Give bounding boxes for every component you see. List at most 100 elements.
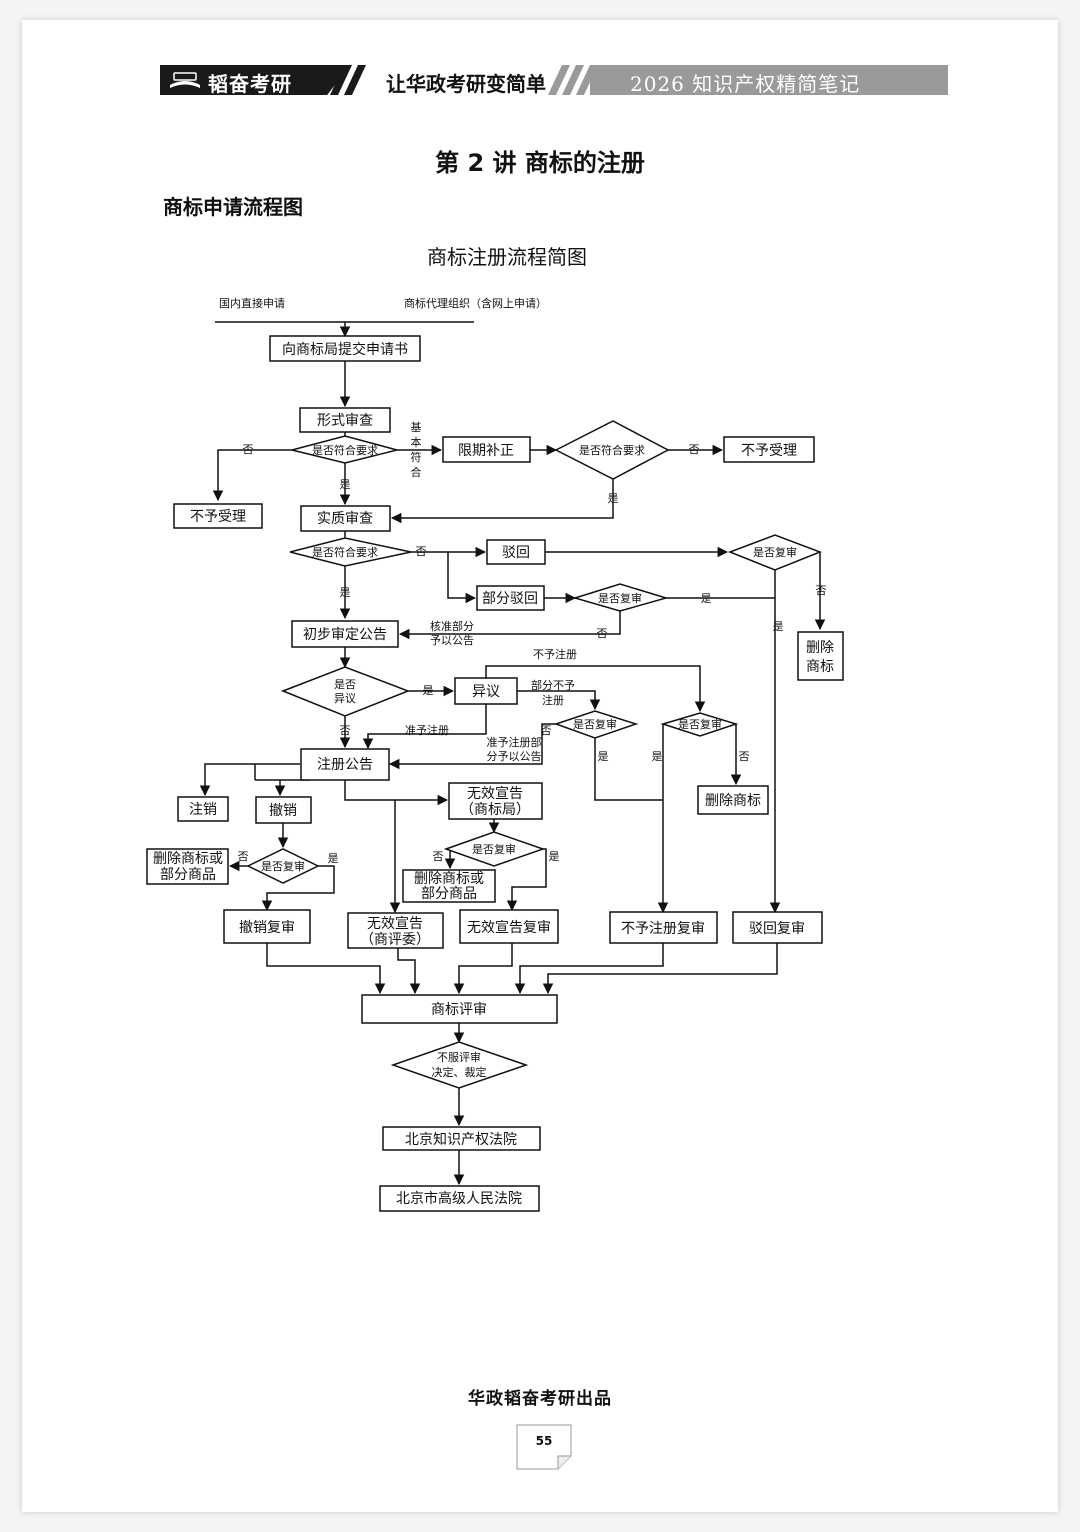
text-high-court: 北京市高级人民法院 (396, 1190, 522, 1207)
edge-no-4: 否 (816, 584, 827, 597)
text-q-review1: 是否复审 (753, 545, 797, 559)
text-tm-review: 商标评审 (431, 1002, 487, 1018)
node-delete-mark2-box (697, 785, 769, 815)
page-number: 55 (535, 1434, 553, 1448)
header-slogan: 让华政考研变简单 (362, 65, 562, 96)
node-invalid-review-box (459, 909, 559, 944)
text-delete-mark2: 删除商标 (705, 793, 761, 809)
node-cancel-box (177, 796, 229, 822)
text-q-review4: 是否复审 (678, 717, 722, 731)
edge-partial-refuse-l1: 部分不予 (531, 678, 575, 692)
text-q-review2: 是否复审 (598, 591, 642, 605)
node-delete-mark1-box (797, 631, 844, 681)
text-invalid-office-l1: 无效宣告 (467, 786, 523, 802)
text-q-conform2: 是否符合要求 (579, 443, 645, 457)
edge-no-8: 否 (739, 750, 750, 763)
brand-text: 韬奋考研 (208, 72, 292, 96)
node-submit-box (269, 335, 421, 362)
label-domestic-direct: 国内直接申请 (219, 296, 285, 310)
node-q-review1-diamond (727, 534, 823, 571)
edge-no-7: 否 (541, 724, 552, 737)
node-revoke-review-box (223, 909, 311, 944)
text-delete-goods1-l1: 删除商标或 (153, 851, 223, 867)
text-refuse-reg-review: 不予注册复审 (621, 920, 705, 937)
text-opposition: 异议 (472, 684, 500, 700)
node-limited-fix-box (442, 436, 531, 463)
text-delete-mark1-l1: 删除 (806, 640, 834, 656)
node-revoke-box (255, 796, 312, 824)
edge-yes-4: 是 (773, 620, 784, 633)
edge-yes-1: 是 (340, 478, 351, 491)
node-refuse-reg-review-box (609, 911, 718, 944)
edge-yes-2: 是 (608, 492, 619, 505)
text-submit: 向商标局提交申请书 (282, 341, 408, 358)
text-reject-review: 驳回复审 (749, 920, 805, 937)
flow-node-text: 向商标局提交申请书 形式审查 是否符合要求 限期补正 是否符合要求 不予受理 不… (153, 341, 834, 1207)
text-reject: 驳回 (502, 545, 530, 561)
edge-no-1: 否 (243, 443, 254, 456)
node-invalid-board-box (347, 912, 444, 949)
text-revoke-review: 撤销复审 (239, 919, 295, 936)
edge-basic-1: 基 (411, 421, 422, 434)
edge-yes-7: 是 (598, 750, 609, 763)
node-formal-exam-box (299, 407, 391, 433)
flow-nodes (146, 335, 844, 1212)
node-registration-announce-box (300, 748, 390, 781)
node-q-conform3-diamond (289, 537, 412, 567)
node-opposition-box (454, 677, 518, 705)
edge-basic-4: 合 (411, 465, 422, 479)
node-q-conform1-diamond (291, 435, 400, 464)
text-delete-goods1-l2: 部分商品 (160, 867, 216, 883)
flow-edges (199, 321, 826, 1186)
text-q-disagree-l1: 不服评审 (437, 1050, 481, 1064)
label-agency: 商标代理组织（含网上申请） (404, 296, 547, 310)
text-reject-accept-left: 不予受理 (190, 509, 246, 525)
node-q-review4-diamond (660, 712, 739, 737)
node-q-disagree-diamond (390, 1041, 529, 1089)
page-corner-icon (516, 1424, 572, 1470)
node-high-court-box (379, 1185, 540, 1212)
edge-no-9: 否 (238, 850, 249, 863)
page-number-box: 55 (516, 1424, 572, 1470)
node-reject-box (486, 539, 546, 565)
footer-publisher: 华政韬奋考研出品 (468, 1389, 612, 1409)
text-delete-mark1-l2: 商标 (806, 659, 834, 675)
edge-no-10: 否 (433, 850, 444, 863)
edge-basic-3: 符 (411, 451, 422, 464)
book-logo-icon (170, 72, 200, 88)
edge-approve-partial-l2: 予以公告 (430, 634, 474, 647)
text-delete-goods2-l1: 删除商标或 (414, 871, 484, 887)
node-ip-court-box (382, 1126, 541, 1151)
section-title: 商标申请流程图 (163, 195, 303, 219)
text-partial-reject: 部分驳回 (482, 591, 538, 607)
node-tm-review-box (361, 994, 558, 1024)
edge-yes-10: 是 (549, 850, 560, 863)
text-preliminary-announce: 初步审定公告 (303, 626, 387, 643)
text-invalid-board-l2: （商评委） (360, 932, 430, 948)
node-delete-goods2-box (402, 869, 496, 903)
node-reject-accept-left-box (173, 503, 263, 529)
edge-approve-partial-l1: 核准部分 (430, 619, 474, 633)
text-q-conform3: 是否符合要求 (312, 545, 378, 559)
node-reject-review-box (732, 911, 823, 944)
node-delete-goods1-box (146, 848, 229, 885)
edge-approve-reg-partial-l1: 准予注册部 (487, 735, 542, 749)
header-stripes-left (330, 65, 366, 95)
text-q-opposition-l2: 异议 (334, 692, 356, 705)
text-substantive-exam: 实质审查 (317, 511, 373, 527)
edge-no-2: 否 (689, 443, 700, 456)
edge-no-5: 否 (597, 627, 608, 640)
text-formal-exam: 形式审查 (317, 413, 373, 429)
node-partial-reject-box (476, 585, 545, 611)
text-q-disagree-l2: 决定、裁定 (432, 1065, 487, 1079)
text-cancel: 注销 (189, 802, 217, 818)
text-invalid-review: 无效宣告复审 (467, 919, 551, 936)
edge-approve-reg: 准予注册 (405, 723, 449, 737)
text-reject-accept-right: 不予受理 (741, 443, 797, 459)
edge-basic-2: 本 (411, 435, 422, 449)
text-q-review6: 是否复审 (472, 842, 516, 856)
lecture-title: 第 2 讲 商标的注册 (435, 149, 645, 177)
node-substantive-exam-box (300, 505, 391, 532)
node-q-review5-diamond (246, 848, 320, 884)
